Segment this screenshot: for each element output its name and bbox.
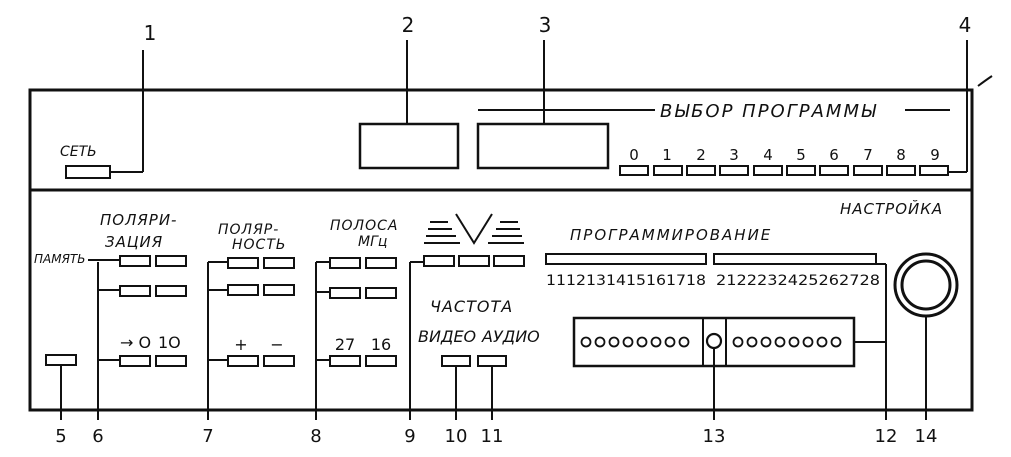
program-digit-7: 7 [863, 146, 873, 164]
plus-label: + [234, 335, 247, 354]
program-button-1[interactable] [653, 165, 683, 176]
video-label: ВИДЕО [418, 327, 476, 346]
callout-14: 14 [915, 426, 938, 447]
center-indicator-led [705, 332, 723, 350]
program-digit-0: 0 [629, 146, 639, 164]
callout-5: 5 [55, 426, 66, 447]
band-button-1b[interactable] [365, 257, 397, 269]
polarizatsiya-label-2: ЗАЦИЯ [105, 233, 163, 251]
callout-9: 9 [404, 426, 415, 447]
program-button-2[interactable] [686, 165, 716, 176]
pamyat-label: ПАМЯТЬ [34, 252, 86, 266]
polarizatsiya-label-1: ПОЛЯРИ- [100, 211, 177, 229]
prog-numbers-left: 1112131415161718 [546, 273, 706, 289]
vybor-programmy-label: ВЫБОР ПРОГРАММЫ [660, 101, 878, 122]
polarity-button-2a[interactable] [227, 284, 259, 296]
band-27-label: 27 [335, 335, 355, 354]
display-3 [476, 122, 610, 170]
band-button-16[interactable] [365, 355, 397, 367]
arrow-o-label: → O [120, 333, 151, 352]
polarization-button-2a[interactable] [119, 285, 151, 297]
program-button-7[interactable] [853, 165, 883, 176]
tuning-button-1[interactable] [423, 255, 455, 267]
indicator-leds-left [580, 336, 690, 348]
tuning-button-3[interactable] [493, 255, 525, 267]
power-button[interactable] [65, 165, 111, 179]
program-digit-9: 9 [930, 146, 940, 164]
program-digit-6: 6 [829, 146, 839, 164]
program-digit-4: 4 [763, 146, 773, 164]
callout-1: 1 [144, 21, 157, 45]
polyarnost-label-2: НОСТЬ [232, 237, 286, 253]
panel-outline [28, 88, 974, 412]
callout-10: 10 [445, 426, 468, 447]
tuning-knob-inner [900, 259, 952, 311]
polarity-button-minus[interactable] [263, 355, 295, 367]
programmirovanie-label: ПРОГРАММИРОВАНИЕ [570, 226, 772, 244]
polarization-button-1a[interactable] [119, 255, 151, 267]
callout-3: 3 [539, 13, 552, 37]
polarization-button-3b[interactable] [155, 355, 187, 367]
program-button-4[interactable] [753, 165, 783, 176]
band-16-label: 16 [371, 335, 391, 354]
polarization-button-3a[interactable] [119, 355, 151, 367]
program-digit-1: 1 [662, 146, 672, 164]
program-digit-5: 5 [796, 146, 806, 164]
callout-12: 12 [875, 426, 898, 447]
band-button-27[interactable] [329, 355, 361, 367]
mhz-label: МГц [358, 234, 387, 250]
polarization-button-2b[interactable] [155, 285, 187, 297]
callout-4: 4 [959, 13, 972, 37]
band-button-1a[interactable] [329, 257, 361, 269]
polarity-button-plus[interactable] [227, 355, 259, 367]
programming-bar-left[interactable] [545, 253, 707, 265]
program-digit-2: 2 [696, 146, 706, 164]
polarity-button-1b[interactable] [263, 257, 295, 269]
nastroika-label: НАСТРОЙКА [840, 199, 943, 218]
polarization-button-1b[interactable] [155, 255, 187, 267]
polarization-buttons [119, 255, 187, 367]
callout-6: 6 [92, 426, 103, 447]
program-button-9[interactable] [919, 165, 949, 176]
memory-button[interactable] [45, 354, 77, 366]
audio-label: АУДИО [481, 327, 540, 346]
program-button-8[interactable] [886, 165, 916, 176]
tuning-symbol-icon [424, 213, 524, 245]
callout-11: 11 [481, 426, 504, 447]
program-select-row: 0 1 2 3 4 5 6 7 8 9 [619, 146, 949, 176]
program-button-0[interactable] [619, 165, 649, 176]
program-button-3[interactable] [719, 165, 749, 176]
one-o-label: 1O [158, 333, 181, 352]
video-frequency-button[interactable] [441, 355, 471, 367]
callout-8: 8 [310, 426, 321, 447]
polyarnost-label-1: ПОЛЯР- [218, 222, 279, 238]
programming-bar-right[interactable] [713, 253, 877, 265]
program-digit-8: 8 [896, 146, 906, 164]
corner-hook-mark [977, 75, 993, 87]
callout-7: 7 [202, 426, 213, 447]
callout-13: 13 [703, 426, 726, 447]
callout-2: 2 [402, 13, 415, 37]
display-2 [358, 122, 460, 170]
polosa-label: ПОЛОСА [330, 218, 398, 234]
program-digit-3: 3 [729, 146, 739, 164]
tuning-button-2[interactable] [458, 255, 490, 267]
set-label: СЕТЬ [60, 144, 97, 160]
polarity-button-1a[interactable] [227, 257, 259, 269]
audio-frequency-button[interactable] [477, 355, 507, 367]
polarity-button-2b[interactable] [263, 284, 295, 296]
chastota-label: ЧАСТОТА [430, 297, 513, 316]
minus-label: − [270, 335, 283, 354]
indicator-leds-right [732, 336, 842, 348]
tuning-knob-outer[interactable] [893, 252, 959, 318]
band-button-2b[interactable] [365, 287, 397, 299]
prog-numbers-right: 2122232425262728 [716, 273, 880, 289]
band-button-2a[interactable] [329, 287, 361, 299]
program-button-6[interactable] [819, 165, 849, 176]
program-button-5[interactable] [786, 165, 816, 176]
